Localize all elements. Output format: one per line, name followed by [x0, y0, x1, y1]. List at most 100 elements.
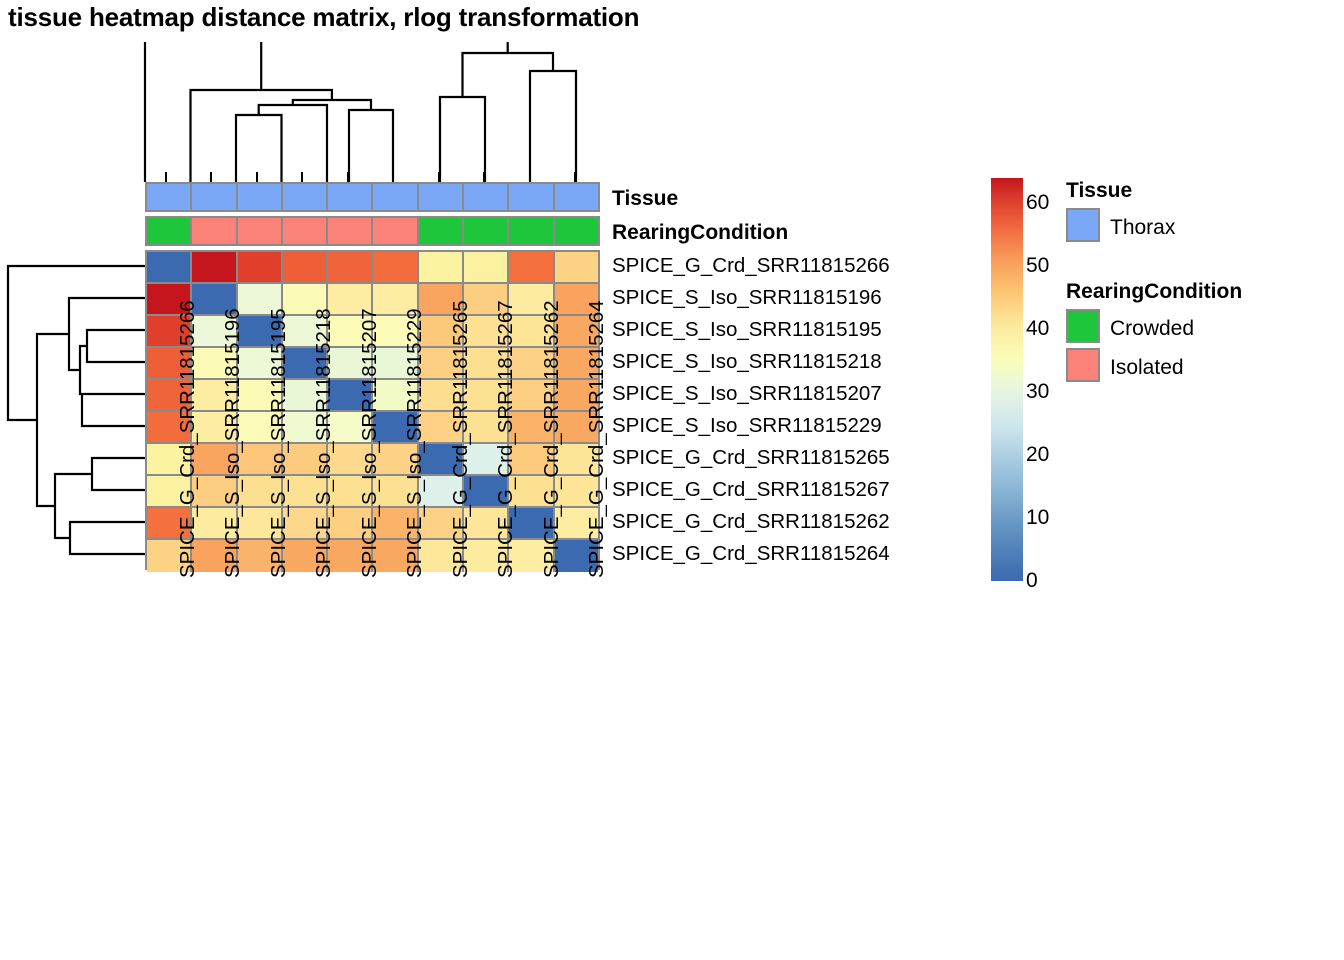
- heatmap-cell: [237, 508, 283, 538]
- tissue-annotation-cell: [554, 184, 598, 210]
- heatmap-cell: [237, 540, 283, 572]
- heatmap-cell: [147, 252, 193, 282]
- row-label: SPICE_G_Crd_SRR11815267: [612, 478, 890, 501]
- heatmap-cell: [373, 252, 419, 282]
- rearing-annotation-cell: [147, 218, 193, 244]
- heatmap-cell: [464, 476, 510, 506]
- heatmap-cell: [328, 380, 374, 410]
- tissue-annotation-cell: [147, 184, 193, 210]
- column-tick-marks: [145, 172, 600, 182]
- column-label: SPICE_S_Iso_SRR11815207: [357, 308, 381, 578]
- row-label: SPICE_S_Iso_SRR11815218: [612, 350, 882, 373]
- heatmap-cell: [147, 284, 193, 314]
- heatmap-cell: [464, 444, 510, 474]
- heatmap-cell: [509, 476, 555, 506]
- column-label: SPICE_G_Crd_SRR11815264: [585, 300, 609, 578]
- row-label: SPICE_G_Crd_SRR11815265: [612, 446, 890, 469]
- column-label: SPICE_S_Iso_SRR11815229: [403, 308, 427, 578]
- heatmap-cell: [282, 316, 329, 346]
- tissue-track-label: Tissue: [612, 187, 679, 210]
- rearing-annotation-cell: [554, 218, 598, 244]
- row-label: SPICE_G_Crd_SRR11815262: [612, 510, 890, 533]
- heatmap-cell: [328, 476, 374, 506]
- heatmap-cell: [192, 316, 238, 346]
- row-label: SPICE_G_Crd_SRR11815264: [612, 542, 890, 565]
- rearing-annotation-track: [145, 216, 600, 246]
- heatmap-grid: [145, 250, 600, 572]
- heatmap-cell: [554, 540, 598, 572]
- heatmap-cell: [464, 316, 510, 346]
- heatmap-cell: [282, 252, 329, 282]
- heatmap-cell: [373, 540, 419, 572]
- heatmap-cell: [418, 508, 465, 538]
- heatmap-cell: [464, 348, 510, 378]
- tissue-annotation-cell: [328, 184, 374, 210]
- column-label: SPICE_S_Iso_SRR11815196: [221, 308, 245, 578]
- heatmap-cell: [328, 508, 374, 538]
- heatmap-cell: [464, 508, 510, 538]
- heatmap-cell: [328, 412, 374, 442]
- heatmap-row: [147, 316, 598, 348]
- rearing-annotation-cell: [509, 218, 555, 244]
- rearing-annotation-cell: [192, 218, 238, 244]
- heatmap-cell: [418, 316, 465, 346]
- heatmap-cell: [282, 508, 329, 538]
- colorbar-tick-label: 0: [1026, 569, 1038, 592]
- heatmap-cell: [237, 316, 283, 346]
- heatmap-cell: [554, 380, 598, 410]
- heatmap-cell: [328, 284, 374, 314]
- heatmap-cell: [237, 444, 283, 474]
- heatmap-cell: [147, 444, 193, 474]
- heatmap-cell: [192, 380, 238, 410]
- tissue-legend-swatch-thorax: [1066, 208, 1100, 242]
- tissue-annotation-track: [145, 182, 600, 212]
- heatmap-cell: [282, 380, 329, 410]
- heatmap-cell: [237, 284, 283, 314]
- row-label: SPICE_S_Iso_SRR11815195: [612, 318, 882, 341]
- row-label: SPICE_G_Crd_SRR11815266: [612, 254, 890, 277]
- column-label: SPICE_G_Crd_SRR11815265: [448, 300, 472, 578]
- heatmap-cell: [418, 284, 465, 314]
- heatmap-cell: [373, 348, 419, 378]
- heatmap-cell: [192, 252, 238, 282]
- heatmap-row: [147, 476, 598, 508]
- heatmap-cell: [147, 540, 193, 572]
- heatmap-cell: [147, 476, 193, 506]
- heatmap-cell: [509, 252, 555, 282]
- heatmap-cell: [147, 508, 193, 538]
- heatmap-cell: [328, 252, 374, 282]
- tissue-annotation-cell: [464, 184, 510, 210]
- heatmap-cell: [192, 476, 238, 506]
- heatmap-cell: [237, 252, 283, 282]
- heatmap-cell: [237, 476, 283, 506]
- rearing-legend-swatch-crowded: [1066, 309, 1100, 343]
- heatmap-cell: [509, 284, 555, 314]
- heatmap-cell: [418, 380, 465, 410]
- heatmap-cell: [554, 284, 598, 314]
- tissue-legend-label-thorax: Thorax: [1110, 216, 1176, 239]
- heatmap-cell: [418, 444, 465, 474]
- heatmap-cell: [418, 348, 465, 378]
- heatmap-cell: [509, 380, 555, 410]
- heatmap-cell: [373, 444, 419, 474]
- heatmap-cell: [418, 540, 465, 572]
- tissue-annotation-cell: [192, 184, 238, 210]
- rearing-annotation-cell: [373, 218, 419, 244]
- row-label: SPICE_S_Iso_SRR11815196: [612, 286, 882, 309]
- rearing-track-label: RearingCondition: [612, 221, 789, 244]
- heatmap-cell: [147, 316, 193, 346]
- rearing-legend-title: RearingCondition: [1066, 280, 1243, 303]
- heatmap-cell: [509, 316, 555, 346]
- heatmap-cell: [554, 508, 598, 538]
- heatmap-cell: [192, 284, 238, 314]
- heatmap-cell: [282, 348, 329, 378]
- heatmap-cell: [373, 508, 419, 538]
- row-label: SPICE_S_Iso_SRR11815229: [612, 414, 882, 437]
- heatmap-row: [147, 412, 598, 444]
- heatmap-cell: [282, 284, 329, 314]
- heatmap-cell: [418, 412, 465, 442]
- heatmap-cell: [464, 252, 510, 282]
- column-label: SPICE_G_Crd_SRR11815267: [494, 300, 518, 578]
